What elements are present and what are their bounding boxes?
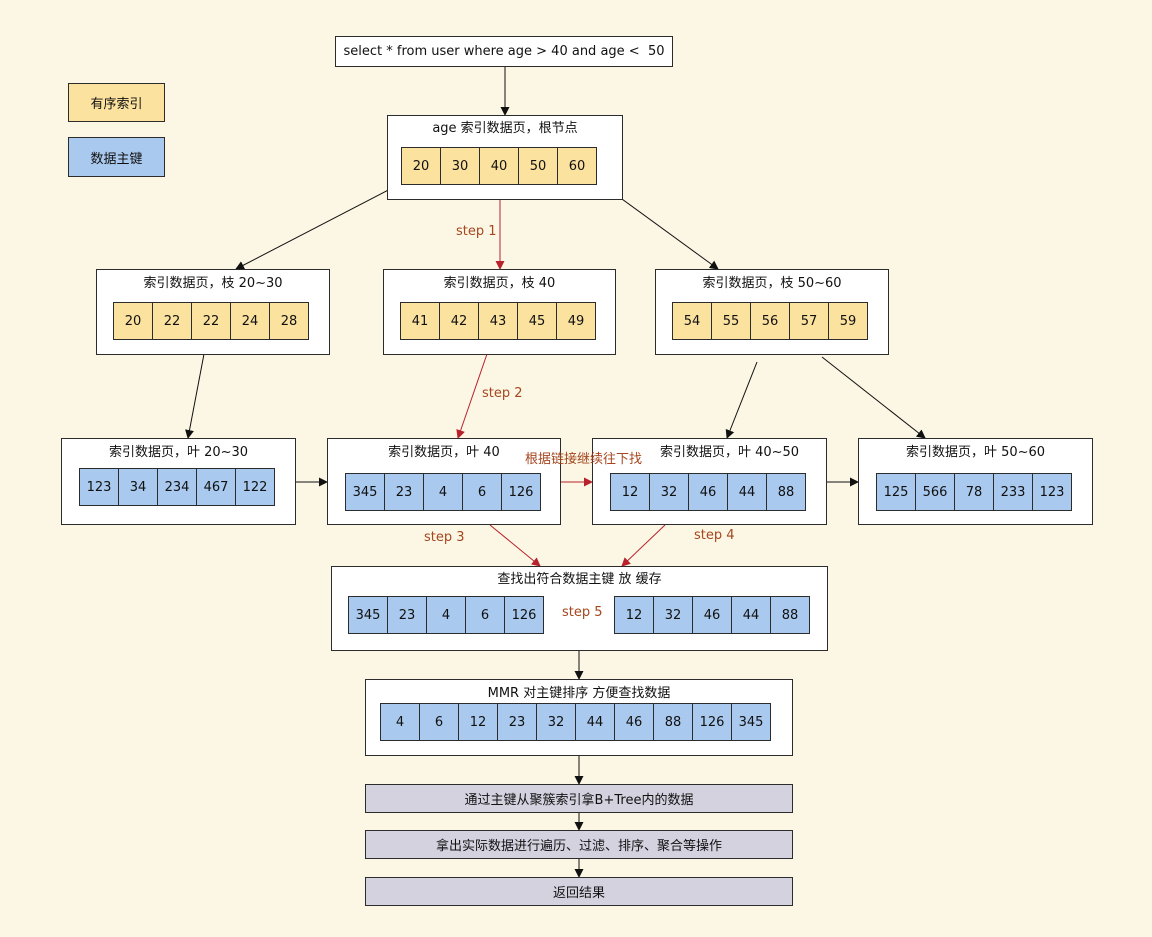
index-cell: 40 [479, 147, 519, 185]
index-cell: 49 [556, 302, 596, 340]
cache-box-title: 查找出符合数据主键 放 缓存 [497, 572, 662, 587]
primary-key-cell: 126 [504, 596, 544, 634]
primary-key-cell: 12 [610, 473, 650, 511]
index-cell: 22 [191, 302, 231, 340]
index-cell: 20 [113, 302, 153, 340]
index-cell: 59 [828, 302, 868, 340]
index-cell: 30 [440, 147, 480, 185]
mmr-box: MMR 对主键排序 方便查找数据 4 6 12 23 32 44 46 88 1… [365, 679, 793, 756]
primary-key-cell: 4 [380, 703, 420, 741]
primary-key-cell: 23 [497, 703, 537, 741]
branch-node-title: 索引数据页，枝 20~30 [143, 276, 283, 291]
primary-key-cell: 566 [915, 473, 955, 511]
primary-key-cell: 122 [235, 468, 275, 506]
primary-key-cell: 4 [426, 596, 466, 634]
step-2-label: step 2 [482, 386, 523, 401]
mmr-box-title: MMR 对主键排序 方便查找数据 [487, 686, 671, 701]
primary-key-cell: 123 [1032, 473, 1072, 511]
primary-key-cell: 46 [688, 473, 728, 511]
step-3-label: step 3 [424, 530, 465, 545]
primary-key-cell: 123 [79, 468, 119, 506]
primary-key-cell: 234 [157, 468, 197, 506]
fetch-clustered-index-step: 通过主键从聚簇索引拿B+Tree内的数据 [365, 784, 793, 813]
branch-node-50-60: 索引数据页，枝 50~60 54 55 56 57 59 [655, 269, 889, 355]
branch-node-title: 索引数据页，枝 40 [443, 276, 556, 291]
sql-query-box: select * from user where age > 40 and ag… [335, 36, 673, 67]
primary-key-cell: 88 [770, 596, 810, 634]
primary-key-cell: 233 [993, 473, 1033, 511]
arrow-step-4 [621, 524, 666, 567]
legend-ordered-index: 有序索引 [68, 83, 165, 122]
process-data-step: 拿出实际数据进行遍历、过滤、排序、聚合等操作 [365, 830, 793, 859]
primary-key-cell: 88 [766, 473, 806, 511]
primary-key-cell: 34 [118, 468, 158, 506]
primary-key-cell: 4 [423, 473, 463, 511]
primary-key-cell: 12 [614, 596, 654, 634]
primary-key-cell: 32 [536, 703, 576, 741]
index-cell: 50 [518, 147, 558, 185]
index-cell: 54 [672, 302, 712, 340]
legend-primary-key: 数据主键 [68, 137, 165, 177]
primary-key-cell: 44 [727, 473, 767, 511]
index-cell: 20 [401, 147, 441, 185]
primary-key-cell: 12 [458, 703, 498, 741]
primary-key-cell: 32 [653, 596, 693, 634]
branch-node-20-30: 索引数据页，枝 20~30 20 22 22 24 28 [96, 269, 330, 355]
primary-key-cell: 126 [501, 473, 541, 511]
link-traverse-label: 根据链接继续往下找 [525, 452, 643, 467]
step-5-label: step 5 [562, 605, 603, 620]
index-cell: 55 [711, 302, 751, 340]
primary-key-cell: 125 [876, 473, 916, 511]
primary-key-cell: 88 [653, 703, 693, 741]
arrow-root-to-branch-1 [235, 184, 399, 270]
primary-key-cell: 23 [387, 596, 427, 634]
leaf-node-40-50: 索引数据页，叶 40~50 12 32 46 44 88 [592, 438, 827, 525]
return-result-step: 返回结果 [365, 877, 793, 906]
index-cell: 56 [750, 302, 790, 340]
index-cell: 22 [152, 302, 192, 340]
leaf-node-title: 索引数据页，叶 20~30 [108, 445, 249, 460]
leaf-node-title: 索引数据页，叶 40 [388, 445, 500, 460]
index-cell: 60 [557, 147, 597, 185]
primary-key-cell: 345 [345, 473, 385, 511]
primary-key-cell: 345 [348, 596, 388, 634]
index-cell: 43 [478, 302, 518, 340]
branch-node-title: 索引数据页，枝 50~60 [702, 276, 842, 291]
primary-key-cell: 6 [462, 473, 502, 511]
primary-key-cell: 6 [419, 703, 459, 741]
index-cell: 24 [230, 302, 270, 340]
primary-key-cell: 44 [731, 596, 771, 634]
primary-key-cell: 32 [649, 473, 689, 511]
arrow-branch-3-to-leaf-3 [725, 361, 758, 439]
index-cell: 45 [517, 302, 557, 340]
index-cell: 41 [400, 302, 440, 340]
cache-box: 查找出符合数据主键 放 缓存 345 23 4 6 126 12 32 46 4… [331, 566, 828, 651]
arrow-step-3 [489, 524, 541, 567]
index-cell: 57 [789, 302, 829, 340]
primary-key-cell: 78 [954, 473, 994, 511]
primary-key-cell: 44 [575, 703, 615, 741]
leaf-node-50-60: 索引数据页，叶 50~60 125 566 78 233 123 [858, 438, 1093, 525]
arrow-branch-1-to-leaf-1 [185, 353, 205, 439]
index-cell: 42 [439, 302, 479, 340]
primary-key-cell: 23 [384, 473, 424, 511]
primary-key-cell: 467 [196, 468, 236, 506]
primary-key-cell: 6 [465, 596, 505, 634]
leaf-node-20-30: 索引数据页，叶 20~30 123 34 234 467 122 [61, 438, 296, 525]
root-node-title: age 索引数据页，根节点 [432, 121, 578, 136]
primary-key-cell: 46 [614, 703, 654, 741]
leaf-node-40: 索引数据页，叶 40 345 23 4 6 126 [327, 438, 561, 525]
index-cell: 28 [269, 302, 309, 340]
primary-key-cell: 46 [692, 596, 732, 634]
primary-key-cell: 126 [692, 703, 732, 741]
primary-key-cell: 345 [731, 703, 771, 741]
step-1-label: step 1 [456, 224, 497, 239]
leaf-node-title: 索引数据页，叶 50~60 [905, 445, 1046, 460]
branch-node-40: 索引数据页，枝 40 41 42 43 45 49 [383, 269, 616, 355]
leaf-node-title: 索引数据页，叶 40~50 [659, 445, 800, 460]
step-4-label: step 4 [694, 528, 735, 543]
arrow-branch-3-to-leaf-4 [821, 356, 926, 439]
root-node: age 索引数据页，根节点 20 30 40 50 60 [387, 115, 623, 200]
